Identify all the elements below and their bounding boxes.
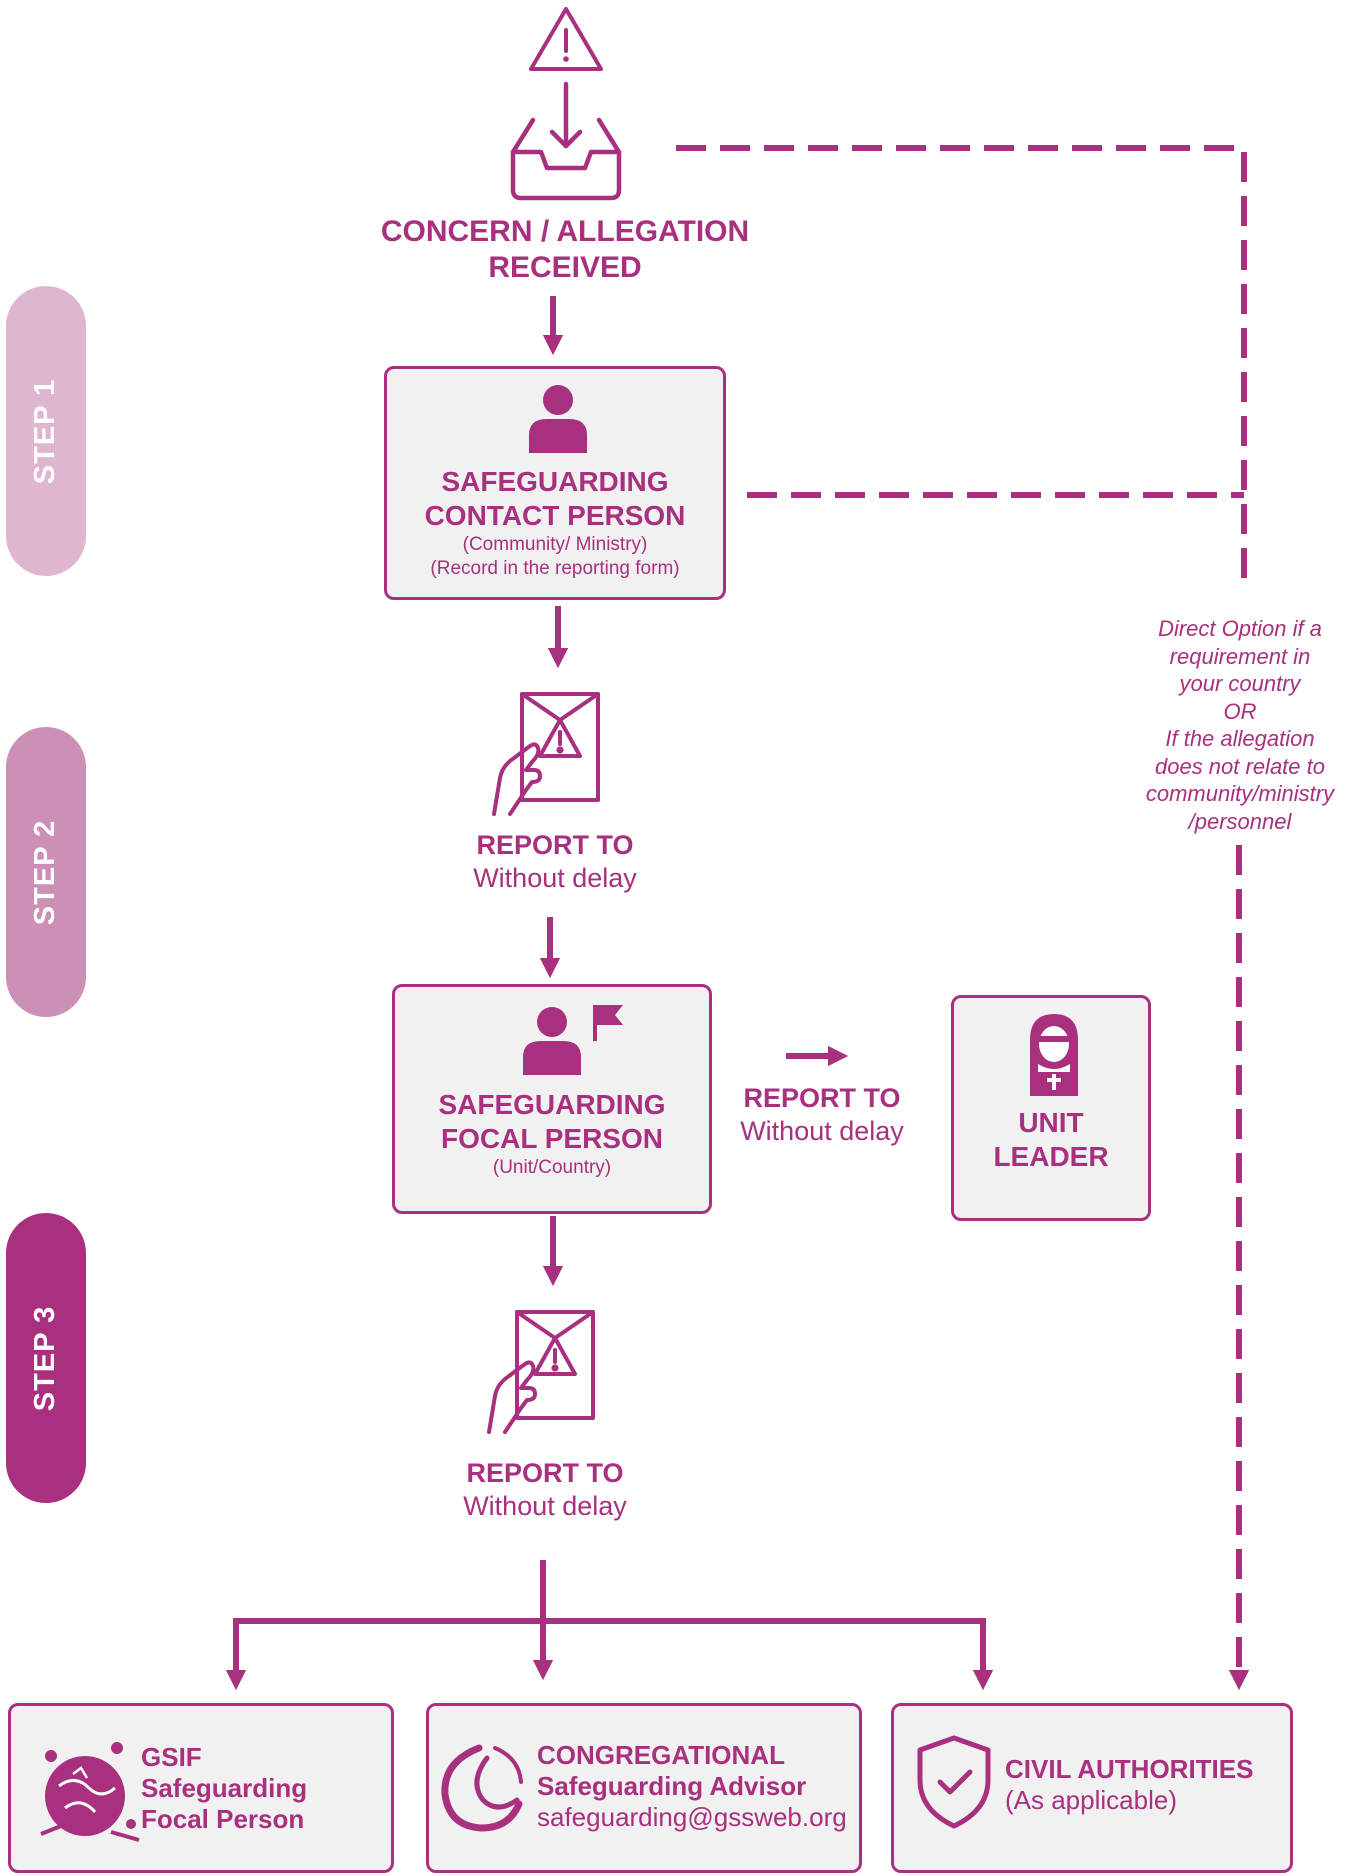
report2-group: REPORT TO Without delay	[410, 1457, 680, 1523]
step-3-pill: STEP 3	[6, 1213, 86, 1503]
contact-sub2: (Record in the reporting form)	[430, 558, 680, 579]
contact-title-line2: CONTACT PERSON	[424, 500, 686, 531]
focal-title-line1: SAFEGUARDING	[438, 1089, 666, 1120]
shield-check-icon	[917, 1735, 991, 1829]
warning-triangle-icon	[529, 7, 603, 71]
report2-sub: Without delay	[463, 1491, 627, 1521]
step-2-label: STEP 2	[29, 819, 62, 925]
direct-option-line: does not relate to	[1154, 753, 1325, 779]
direct-option-line: Direct Option if a	[1158, 616, 1322, 641]
person-icon	[529, 385, 587, 453]
contact-person-box: SAFEGUARDING CONTACT PERSON (Community/ …	[384, 366, 726, 600]
civil-line1: CIVIL AUTHORITIES	[1005, 1754, 1254, 1784]
report1-sub: Without delay	[473, 863, 637, 893]
civil-authorities-box: CIVIL AUTHORITIES (As applicable)	[891, 1703, 1293, 1873]
gsif-globe-logo-icon	[40, 1742, 140, 1842]
direct-option-line: /personnel	[1188, 808, 1292, 834]
report-side-label: REPORT TO	[743, 1083, 901, 1113]
direct-option-line: requirement in	[1169, 643, 1311, 669]
congregational-email: safeguarding@gssweb.org	[537, 1802, 847, 1832]
step-1-pill: STEP 1	[6, 286, 86, 576]
gsif-line3: Focal Person	[141, 1804, 305, 1834]
step-1-label: STEP 1	[29, 378, 62, 484]
concern-received-title: CONCERN / ALLEGATION RECEIVED	[340, 214, 790, 286]
congregational-line2: Safeguarding Advisor	[537, 1771, 807, 1801]
concern-title-line2: RECEIVED	[488, 251, 642, 284]
civil-text: CIVIL AUTHORITIES (As applicable)	[1005, 1754, 1253, 1816]
focal-sub: (Unit/Country)	[492, 1157, 612, 1178]
direct-option-line: OR	[1223, 698, 1257, 724]
report2-label: REPORT TO	[466, 1458, 624, 1488]
gsif-line2: Safeguarding	[141, 1773, 308, 1803]
contact-title-line1: SAFEGUARDING	[441, 466, 669, 497]
gsif-text: GSIF Safeguarding Focal Person	[141, 1742, 307, 1835]
report-side-group: REPORT TO Without delay	[722, 1082, 922, 1148]
focal-title-line2: FOCAL PERSON	[441, 1123, 663, 1154]
person-flag-icon	[523, 1005, 623, 1075]
hand-envelope-warning-icon	[487, 1310, 595, 1434]
congregational-text: CONGREGATIONAL Safeguarding Advisor safe…	[537, 1740, 847, 1833]
contact-sub1: (Community/ Ministry)	[462, 534, 648, 555]
gsif-line1: GSIF	[141, 1742, 202, 1772]
hand-envelope-warning-icon	[492, 692, 600, 816]
report1-group: REPORT TO Without delay	[420, 829, 690, 895]
gsif-box: GSIF Safeguarding Focal Person	[8, 1703, 394, 1873]
unit-leader-line2: LEADER	[993, 1141, 1109, 1172]
direct-option-note: Direct Option if a requirement in your c…	[1120, 615, 1360, 835]
congregational-box: CONGREGATIONAL Safeguarding Advisor safe…	[426, 1703, 862, 1873]
step-3-label: STEP 3	[29, 1305, 62, 1411]
direct-option-line: community/ministry	[1145, 781, 1335, 806]
direct-option-line: If the allegation	[1165, 726, 1315, 751]
focal-person-box: SAFEGUARDING FOCAL PERSON (Unit/Country)	[392, 984, 712, 1214]
report-side-sub: Without delay	[740, 1116, 904, 1146]
unit-leader-line1: UNIT	[1018, 1107, 1084, 1138]
congregation-swirl-logo-icon	[441, 1744, 523, 1832]
inbox-tray-icon	[510, 81, 622, 201]
unit-leader-box: UNIT LEADER	[951, 995, 1151, 1221]
direct-option-line: your country	[1179, 671, 1301, 696]
dashed-received-to-direct	[676, 145, 1247, 590]
congregational-line1: CONGREGATIONAL	[537, 1740, 785, 1770]
step-2-pill: STEP 2	[6, 727, 86, 1017]
civil-line2: (As applicable)	[1005, 1785, 1177, 1815]
nun-icon	[1030, 1014, 1078, 1096]
concern-title-line1: CONCERN / ALLEGATION	[380, 215, 750, 248]
report1-label: REPORT TO	[476, 830, 634, 860]
